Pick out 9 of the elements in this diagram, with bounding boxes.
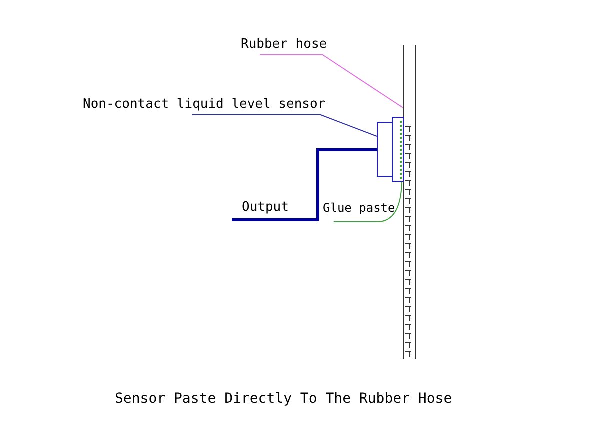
caption: Sensor Paste Directly To The Rubber Hose (115, 391, 452, 407)
sensor-body (377, 117, 404, 182)
part-label: Glue paste (323, 200, 396, 216)
leader-line (259, 54, 404, 108)
glue-layer (400, 121, 404, 179)
part-label: Non-contact liquid level sensor (83, 97, 326, 113)
part-label: Output (242, 200, 289, 216)
leader-line (192, 114, 378, 137)
part-label: Rubber hose (241, 37, 328, 53)
